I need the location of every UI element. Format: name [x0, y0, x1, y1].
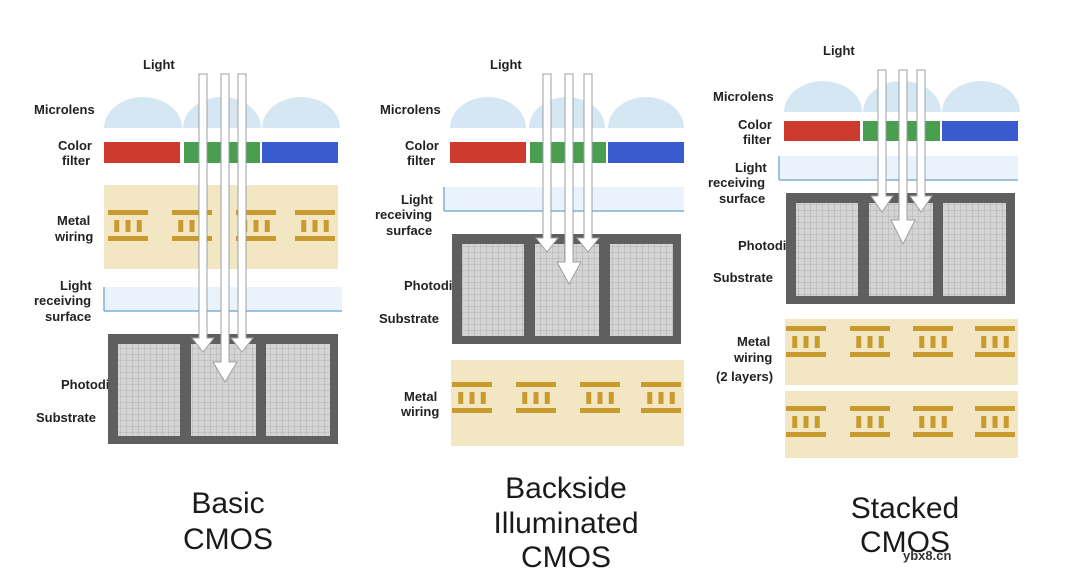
metal-wiring-glyph: [580, 382, 620, 413]
label-metal-wiring-line2: wiring: [733, 350, 772, 365]
metal-wiring-glyph: [786, 406, 826, 437]
label-light: Light: [490, 57, 522, 72]
label-substrate: Substrate: [36, 410, 96, 425]
light-arrows: [534, 73, 601, 286]
title-line2: Illuminated: [493, 507, 638, 540]
label-light: Light: [143, 57, 175, 72]
metal-wiring-glyph: [108, 210, 148, 241]
label-color-filter-line2: filter: [743, 132, 771, 147]
label-color-filter-line1: Color: [738, 117, 772, 132]
metal-wiring-glyph: [786, 326, 826, 357]
label-microlens: Microlens: [34, 102, 95, 117]
label-light-receiving-line2: receiving: [708, 175, 765, 190]
label-microlens: Microlens: [380, 102, 441, 117]
title-line2: CMOS: [183, 523, 273, 556]
label-metal-wiring-line1: Metal: [737, 334, 770, 349]
metal-wiring-layer-1: [785, 319, 1018, 385]
label-light-receiving-line3: surface: [386, 223, 432, 238]
substrate-photodiode-block: [786, 193, 1015, 304]
title-line3: CMOS: [521, 541, 611, 574]
metal-wiring-glyph: [975, 326, 1015, 357]
label-light-receiving-line1: Light: [60, 278, 92, 293]
label-color-filter-line1: Color: [405, 138, 439, 153]
metal-wiring-glyph: [850, 326, 890, 357]
metal-wiring-glyph: [516, 382, 556, 413]
label-microlens: Microlens: [713, 89, 774, 104]
metal-wiring-glyph: [850, 406, 890, 437]
label-light-receiving-line1: Light: [401, 192, 433, 207]
title-line2: CMOS: [860, 526, 950, 559]
label-light-receiving-line3: surface: [45, 309, 91, 324]
label-color-filter-line1: Color: [58, 138, 92, 153]
metal-wiring-glyph: [913, 406, 953, 437]
metal-wiring-glyph: [452, 382, 492, 413]
metal-wiring-glyph: [975, 406, 1015, 437]
metal-wiring-layer: [451, 360, 684, 446]
label-metal-wiring-line1: Metal: [404, 389, 437, 404]
metal-wiring-layer-2: [785, 391, 1018, 458]
label-light-receiving-line2: receiving: [375, 207, 432, 222]
label-color-filter-line2: filter: [407, 153, 435, 168]
label-metal-wiring-line3: (2 layers): [716, 369, 773, 384]
light-arrows: [190, 73, 255, 383]
title-line1: Stacked: [851, 492, 959, 525]
metal-wiring-glyph: [913, 326, 953, 357]
title-line1: Basic: [191, 487, 264, 520]
metal-wiring-glyph: [295, 210, 335, 241]
label-substrate: Substrate: [713, 270, 773, 285]
label-light: Light: [823, 43, 855, 58]
light-arrows: [870, 69, 933, 246]
label-metal-wiring-line1: Metal: [57, 213, 90, 228]
diagram-basic-cmos: Light Microlens Color filter Metal wirin…: [34, 57, 342, 556]
label-metal-wiring-line2: wiring: [54, 229, 93, 244]
label-substrate: Substrate: [379, 311, 439, 326]
title-line1: Backside: [505, 472, 627, 505]
diagram-stacked-cmos: Light Microlens Color filter Light recei…: [708, 43, 1020, 559]
label-light-receiving-line3: surface: [719, 191, 765, 206]
label-metal-wiring-line2: wiring: [400, 404, 439, 419]
metal-wiring-glyph: [641, 382, 681, 413]
diagram-backside-illuminated-cmos: Light Microlens Color filter Light recei…: [375, 57, 684, 574]
label-color-filter-line2: filter: [62, 153, 90, 168]
label-light-receiving-line2: receiving: [34, 293, 91, 308]
watermark-text: ybx8.cn: [903, 548, 951, 563]
light-receiving-surface: [444, 187, 684, 211]
label-light-receiving-line1: Light: [735, 160, 767, 175]
